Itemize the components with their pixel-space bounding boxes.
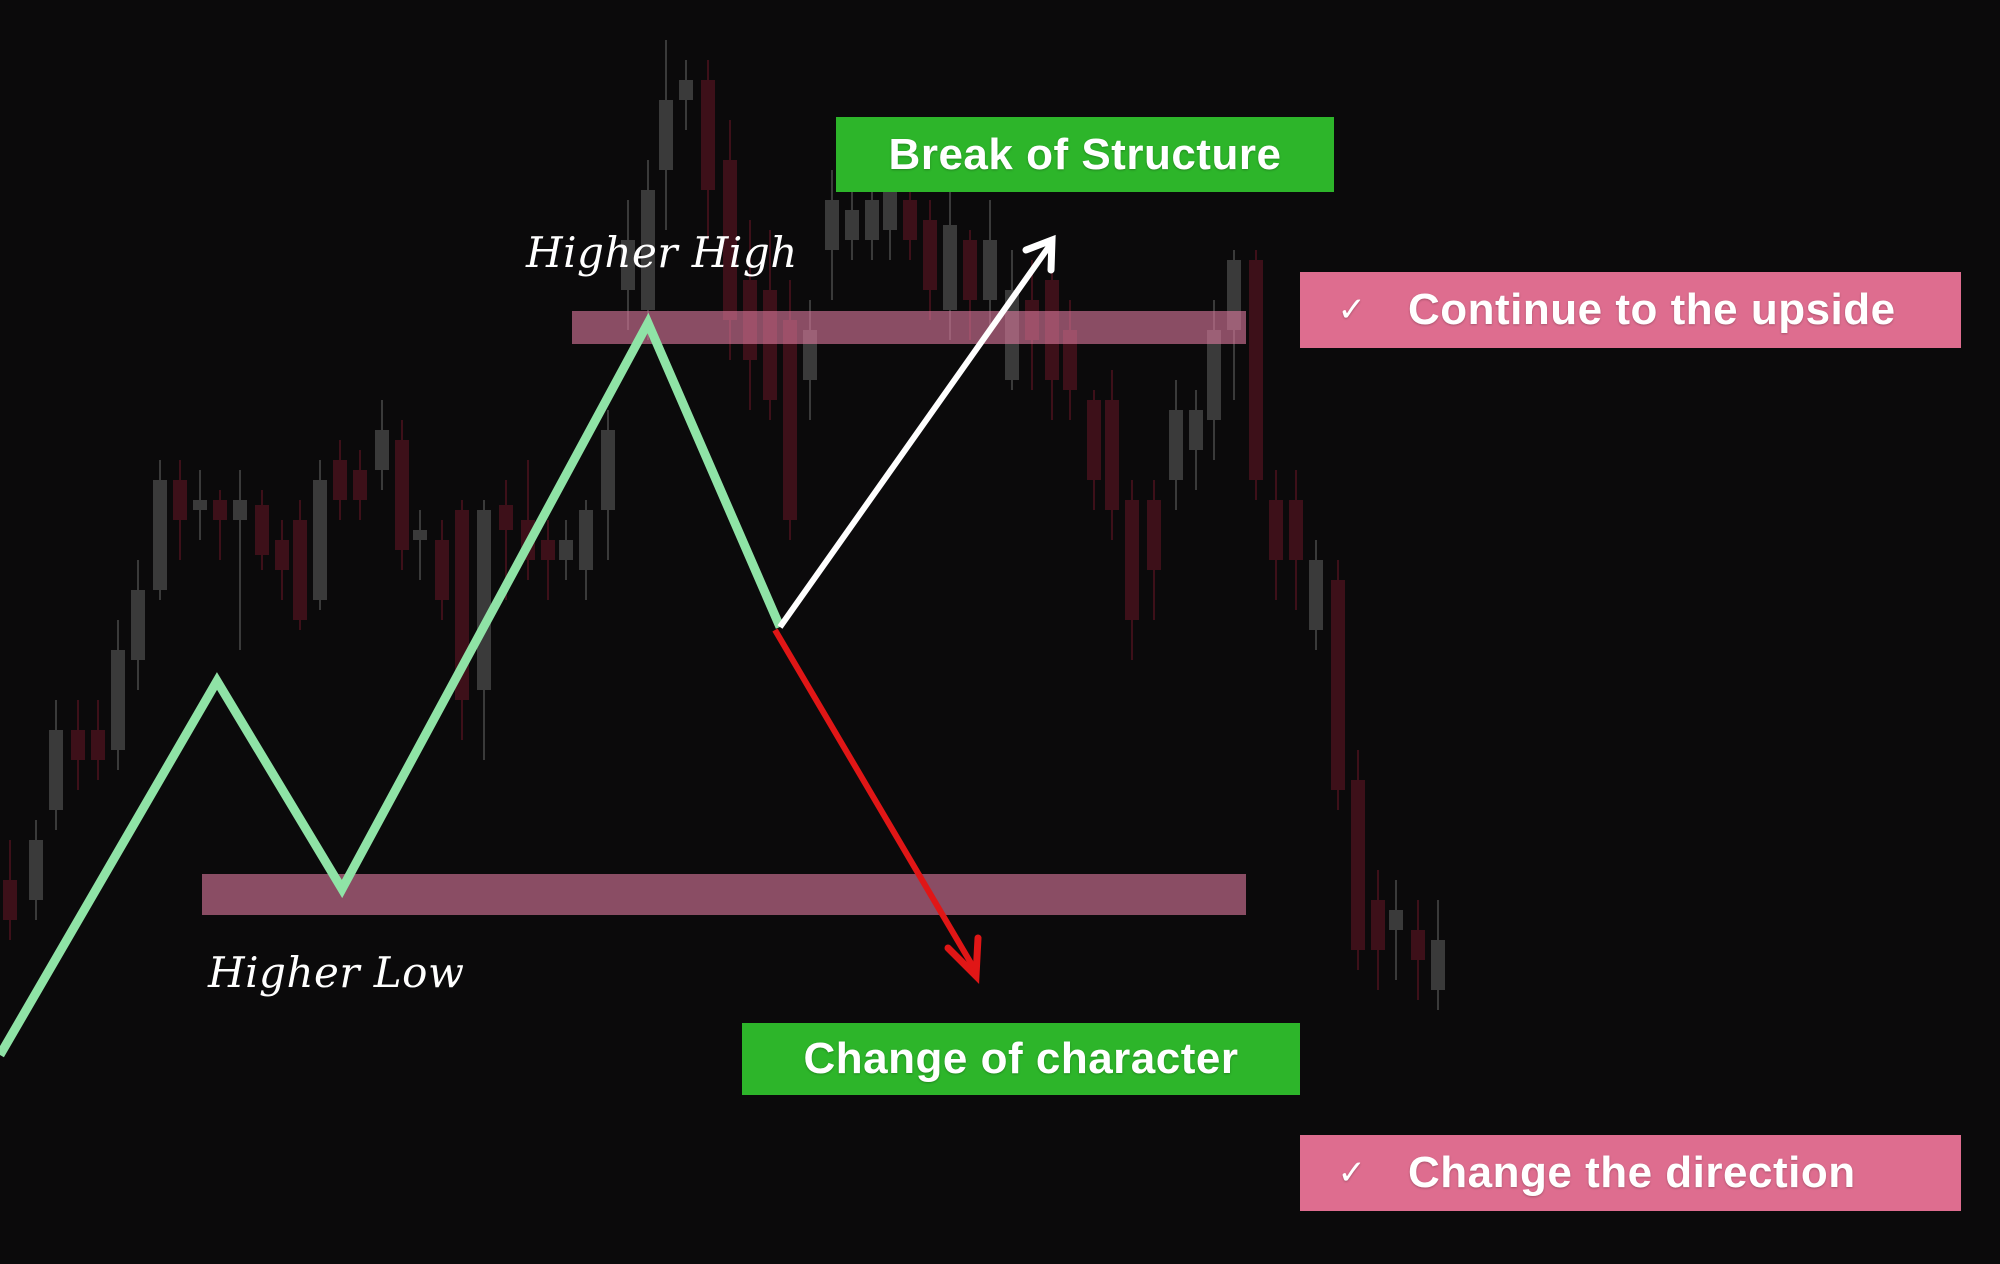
candle-body bbox=[353, 470, 367, 500]
continue-upside-callout: ✓ Continue to the upside bbox=[1300, 272, 1961, 348]
candle-body bbox=[763, 290, 777, 400]
candle-body bbox=[233, 500, 247, 520]
candle-body bbox=[1411, 930, 1425, 960]
candle-body bbox=[173, 480, 187, 520]
break-of-structure-label: Break of Structure bbox=[836, 117, 1334, 192]
candle-body bbox=[923, 220, 937, 290]
candle-body bbox=[255, 505, 269, 555]
higher-high-zone bbox=[572, 311, 1246, 344]
candle-body bbox=[1105, 400, 1119, 510]
candle-body bbox=[313, 480, 327, 600]
candle-body bbox=[1289, 500, 1303, 560]
candle-body bbox=[903, 200, 917, 240]
candle-body bbox=[1269, 500, 1283, 560]
candle-body bbox=[601, 430, 615, 510]
candle-body bbox=[963, 240, 977, 300]
candle-body bbox=[825, 200, 839, 250]
bearish-arrow bbox=[772, 628, 982, 985]
candle-body bbox=[413, 530, 427, 540]
candle-body bbox=[865, 200, 879, 240]
candle-body bbox=[91, 730, 105, 760]
candle-body bbox=[293, 520, 307, 620]
candle-body bbox=[1125, 500, 1139, 620]
candle-body bbox=[1189, 410, 1203, 450]
candle-body bbox=[1249, 260, 1263, 480]
higher-low-zone bbox=[202, 874, 1246, 915]
candle-body bbox=[983, 240, 997, 300]
candle-body bbox=[723, 160, 737, 320]
candle-body bbox=[1371, 900, 1385, 950]
candle-body bbox=[111, 650, 125, 750]
candle-body bbox=[499, 505, 513, 530]
candle-body bbox=[275, 540, 289, 570]
candle-body bbox=[1207, 330, 1221, 420]
trend-zigzag-line bbox=[0, 312, 785, 1058]
change-direction-text: Change the direction bbox=[1408, 1148, 1856, 1197]
candle-body bbox=[659, 100, 673, 170]
candle-body bbox=[579, 510, 593, 570]
break-of-structure-text: Break of Structure bbox=[888, 129, 1282, 179]
check-icon: ✓ bbox=[1337, 1154, 1367, 1192]
change-of-character-label: Change of character bbox=[742, 1023, 1300, 1095]
candle-body bbox=[3, 880, 17, 920]
candle-body bbox=[71, 730, 85, 760]
change-of-character-text: Change of character bbox=[803, 1034, 1239, 1083]
candle-body bbox=[375, 430, 389, 470]
candle-body bbox=[559, 540, 573, 560]
candle-body bbox=[1147, 500, 1161, 570]
background-candlesticks bbox=[3, 40, 1445, 1010]
candle-body bbox=[1169, 410, 1183, 480]
candle-body bbox=[153, 480, 167, 590]
candle-body bbox=[701, 80, 715, 190]
candle-body bbox=[1389, 910, 1403, 930]
candle-body bbox=[541, 540, 555, 560]
candle-body bbox=[49, 730, 63, 810]
candle-body bbox=[1351, 780, 1365, 950]
candle-body bbox=[395, 440, 409, 550]
candle-body bbox=[435, 540, 449, 600]
candle-body bbox=[943, 225, 957, 310]
higher-high-label: Higher High bbox=[526, 228, 798, 277]
candle-body bbox=[641, 190, 655, 310]
candle-body bbox=[883, 180, 897, 230]
candle-body bbox=[1431, 940, 1445, 990]
bullish-arrow bbox=[777, 234, 1056, 629]
change-direction-callout: ✓ Change the direction bbox=[1300, 1135, 1961, 1211]
candle-body bbox=[29, 840, 43, 900]
check-icon: ✓ bbox=[1337, 291, 1367, 329]
candle-body bbox=[193, 500, 207, 510]
candle-body bbox=[333, 460, 347, 500]
candle-body bbox=[1331, 580, 1345, 790]
candle-body bbox=[477, 510, 491, 690]
candle-body bbox=[1087, 400, 1101, 480]
candle-body bbox=[1063, 330, 1077, 390]
candle-body bbox=[131, 590, 145, 660]
candle-body bbox=[783, 320, 797, 520]
candle-body bbox=[213, 500, 227, 520]
continue-upside-text: Continue to the upside bbox=[1408, 285, 1896, 334]
candle-body bbox=[679, 80, 693, 100]
candle-body bbox=[845, 210, 859, 240]
candle-body bbox=[621, 240, 635, 290]
candle-body bbox=[1309, 560, 1323, 630]
higher-low-label: Higher Low bbox=[208, 948, 465, 997]
